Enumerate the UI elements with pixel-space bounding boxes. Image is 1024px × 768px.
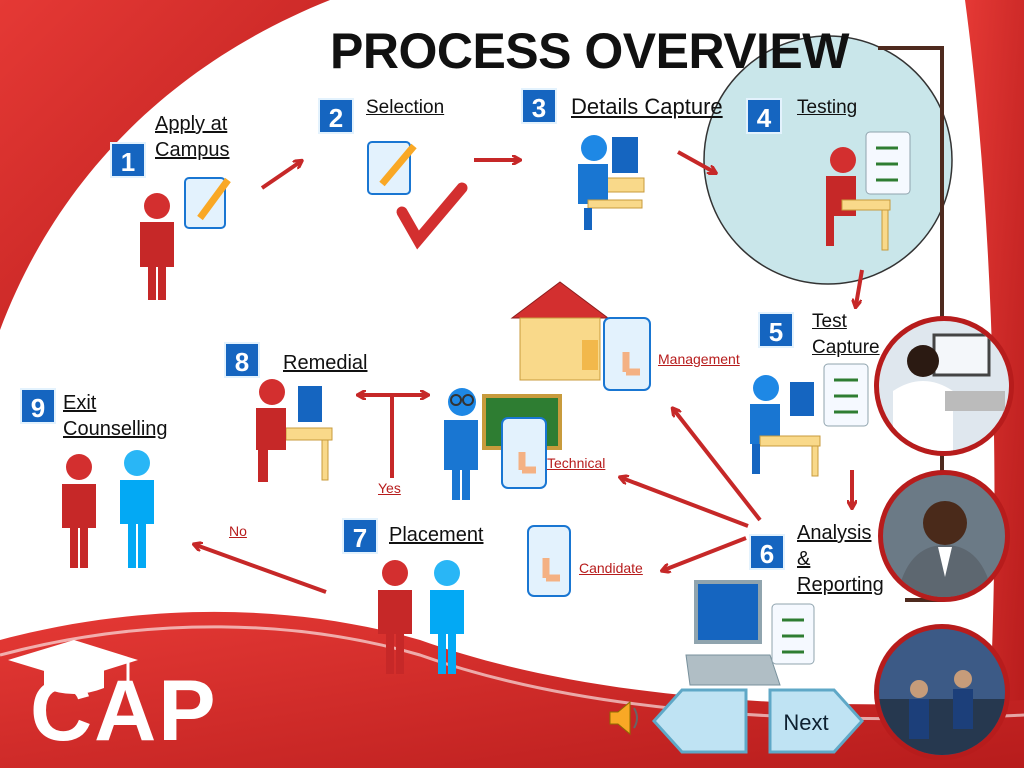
step-5-capture-icon <box>750 363 869 477</box>
prev-button[interactable]: Prev <box>651 688 819 754</box>
step-2-form-check-icon <box>367 141 468 250</box>
step-5-badge: 5 <box>758 312 794 348</box>
step-8-badge: 8 <box>224 342 260 378</box>
page-title: PROCESS OVERVIEW <box>330 23 849 79</box>
step-7-label: Placement <box>389 524 484 546</box>
step-3-computer-user-icon <box>578 135 645 230</box>
step-8-label: Remedial <box>283 352 368 374</box>
step-7-people-icon <box>378 560 464 674</box>
technical-label: Technical <box>547 455 606 471</box>
step-6-badge: 6 <box>749 534 785 570</box>
step-1-badge: 1 <box>110 142 146 178</box>
step-9-people-icon <box>62 450 154 568</box>
photo-test-capture <box>874 316 1014 456</box>
step-4-label: Testing <box>797 97 858 118</box>
step-7-badge: 7 <box>342 518 378 554</box>
cap-logo-mortarboard <box>8 640 138 694</box>
step-1-person-icon <box>140 177 231 300</box>
step-4-badge: 4 <box>746 98 782 134</box>
step-6-label: Analysis&Reporting <box>797 522 884 596</box>
speaker-icon <box>609 700 638 736</box>
photo-placement <box>874 624 1010 760</box>
chevron-right-icon <box>768 688 865 754</box>
chevron-left-icon <box>651 688 748 754</box>
step-8-remedial-icon <box>256 379 333 482</box>
step-2-badge: 2 <box>318 98 354 134</box>
step-3-badge: 3 <box>521 88 557 124</box>
cap-logo-text: CAP <box>30 663 218 759</box>
management-house-icon <box>510 281 651 391</box>
red-swoosh-top-left <box>0 0 330 330</box>
candidate-card-icon <box>527 525 571 597</box>
technical-trainer-icon <box>444 388 562 500</box>
step-9-badge: 9 <box>20 388 56 424</box>
next-button[interactable]: Next <box>768 688 865 754</box>
step-3-label: Details Capture <box>571 94 723 119</box>
step-6-computer-report-icon <box>685 580 815 686</box>
flow-arrows <box>196 150 864 594</box>
management-label: Management <box>658 351 740 367</box>
step-2-label: Selection <box>366 97 445 118</box>
red-swoosh-bottom <box>0 611 1024 768</box>
no-label: No <box>229 523 247 539</box>
candidate-label: Candidate <box>579 560 643 576</box>
yes-label: Yes <box>378 480 401 496</box>
step-4-tester-icon <box>826 131 911 251</box>
photo-analysis <box>878 470 1010 602</box>
